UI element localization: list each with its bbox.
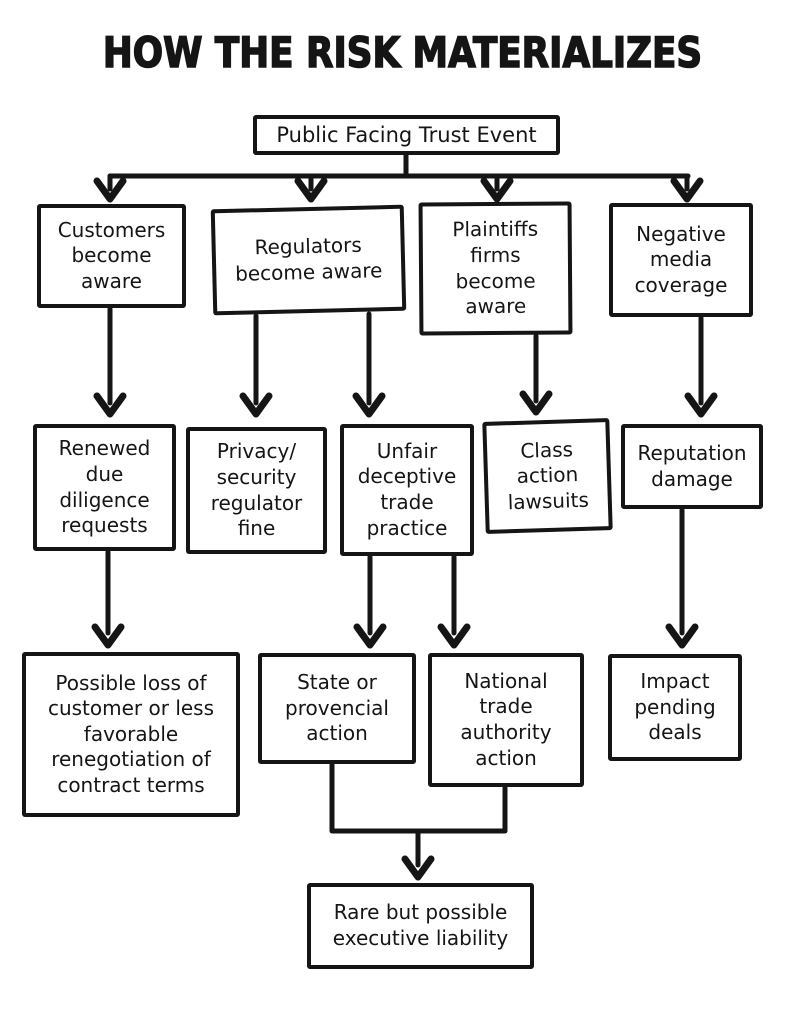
node-negative-media: Negative media coverage [609,203,753,317]
node-customers-aware: Customers become aware [37,204,186,308]
diagram-title: HOW THE RISK MATERIALIZES [102,27,703,78]
node-label: Customers become aware [57,217,166,293]
node-label: Reputation damage [637,440,747,491]
node-plaintiffs-aware: Plaintiffs firms become aware [418,201,573,336]
node-national-action: National trade authority action [428,653,584,787]
node-label: Class action lawsuits [507,436,590,515]
node-impact-deals: Impact pending deals [608,654,742,761]
node-label: Regulators become aware [234,233,383,286]
node-unfair-trade: Unfair deceptive trade practice [340,424,474,556]
node-regulators-aware: Regulators become aware [210,204,407,316]
node-label: Impact pending deals [634,669,716,745]
node-renewed-diligence: Renewed due diligence requests [33,424,176,551]
node-label: Renewed due diligence requests [58,436,151,538]
node-label: Rare but possible executive liability [332,900,509,950]
node-label: Public Facing Trust Event [276,122,537,147]
node-trust-event: Public Facing Trust Event [253,115,560,155]
node-label: Negative media coverage [634,221,728,297]
edge-lines [105,150,704,868]
node-possible-loss: Possible loss of customer or less favora… [22,652,240,817]
node-state-action: State or provencial action [258,653,416,764]
node-label: Possible loss of customer or less favora… [47,670,215,797]
node-reputation-damage: Reputation damage [621,424,763,509]
node-label: Unfair deceptive trade practice [357,438,457,540]
node-label: Plaintiffs firms become aware [452,217,539,319]
node-class-action: Class action lawsuits [482,418,613,534]
node-privacy-fine: Privacy/ security regulator fine [186,427,327,554]
node-label: National trade authority action [460,668,552,770]
arrowheads [91,177,718,881]
node-executive-liability: Rare but possible executive liability [307,883,534,969]
node-label: State or provencial action [285,670,389,746]
node-label: Privacy/ security regulator fine [210,439,303,541]
